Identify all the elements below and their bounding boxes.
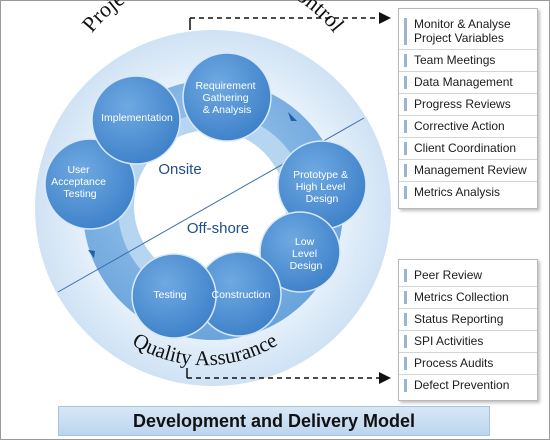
list-item: Client Coordination (399, 138, 537, 160)
quality-activities-panel: Peer Review Metrics Collection Status Re… (398, 259, 538, 401)
phase-testing-label: Testing (153, 289, 186, 301)
phase-testing-bubble (131, 253, 217, 339)
footer-title: Development and Delivery Model (58, 406, 490, 436)
cycle-arrow-icon (288, 112, 297, 121)
list-item: Defect Prevention (399, 375, 537, 396)
list-item: Monitor & Analyse Project Variables (399, 14, 537, 50)
list-item: SPI Activities (399, 331, 537, 353)
phase-construction-label: Construction (212, 289, 271, 301)
phase-low-level-design-bubble (259, 211, 341, 293)
list-item: Data Management (399, 72, 537, 94)
monitoring-activities-panel: Monitor & Analyse Project Variables Team… (398, 8, 538, 209)
phase-prototype-label: Prototype & High Level Design (293, 169, 351, 205)
list-item: Management Review (399, 160, 537, 182)
phase-implementation-bubble (91, 75, 181, 165)
cycle-arrow-icon (88, 250, 95, 258)
phase-uat-label: User Acceptance Testing (51, 164, 109, 200)
offshore-label: Off-shore (187, 220, 249, 237)
list-item: Status Reporting (399, 309, 537, 331)
list-item: Team Meetings (399, 50, 537, 72)
phase-requirement-label: Requirement Gathering & Analysis (195, 80, 258, 116)
phase-low-level-design-label: Low Level Design (290, 236, 323, 272)
phase-requirement-bubble (182, 52, 272, 142)
list-item: Process Audits (399, 353, 537, 375)
list-item: Metrics Analysis (399, 182, 537, 203)
list-item: Corrective Action (399, 116, 537, 138)
list-item: Metrics Collection (399, 287, 537, 309)
phase-uat-bubble (44, 138, 136, 230)
list-item: Peer Review (399, 265, 537, 287)
list-item: Progress Reviews (399, 94, 537, 116)
onsite-label: Onsite (158, 161, 201, 178)
phase-implementation-label: Implementation (101, 112, 173, 124)
